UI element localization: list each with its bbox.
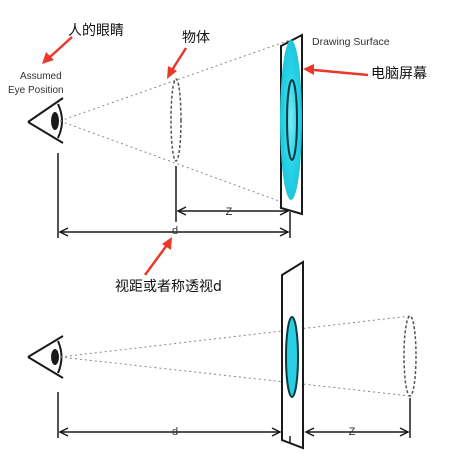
distance-label-cn: 视距或者称透视d	[115, 279, 222, 295]
top-z-label: Z	[226, 206, 233, 218]
top-diagram: Z d 人的眼睛 Assumed Eye Position 物体 Drawing…	[8, 23, 427, 295]
eye-label-cn: 人的眼睛	[68, 23, 124, 39]
top-object-ellipse	[170, 78, 182, 162]
bottom-diagram: d Z	[27, 260, 417, 450]
bottom-d-label: d	[172, 426, 178, 438]
top-d-label: d	[172, 225, 178, 237]
top-sight-lines	[59, 39, 291, 206]
bottom-eye-icon	[27, 335, 64, 379]
top-screen-cyan-glow	[280, 40, 302, 200]
bottom-dimension-lines	[57, 392, 411, 444]
eye-label-en-line1: Assumed	[20, 71, 62, 82]
bottom-object-ellipse	[403, 315, 417, 397]
top-projection-ellipse	[286, 79, 298, 161]
eye-label-en-line2: Eye Position	[8, 85, 64, 96]
screen-label-cn: 电脑屏幕	[371, 66, 427, 82]
top-red-arrows	[42, 36, 369, 276]
top-dimension-lines	[57, 153, 291, 238]
surface-label-en: Drawing Surface	[312, 36, 390, 48]
bottom-z-label: Z	[349, 426, 356, 438]
top-eye-icon	[27, 97, 64, 144]
bottom-sight-lines	[59, 315, 411, 397]
object-label-cn: 物体	[182, 30, 210, 46]
bottom-projection-ellipse	[285, 316, 299, 398]
